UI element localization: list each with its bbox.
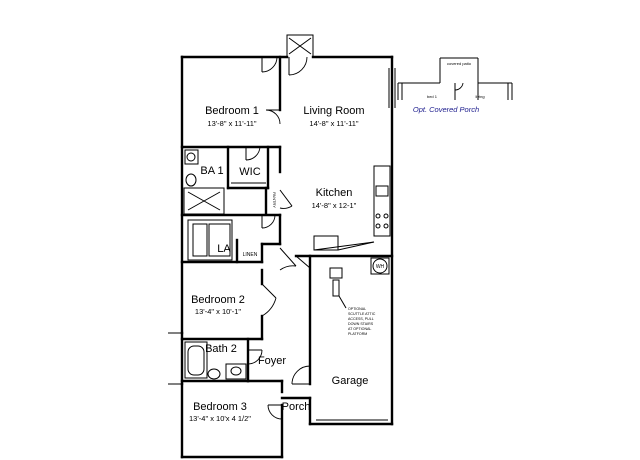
garage-note-line: DOWN STAIRS [348,322,374,326]
bath2-fixtures [184,341,247,380]
interior-walls [180,55,394,426]
pantry-name: PANTRY [272,192,277,208]
living-room-dims: 14'-8" x 11'-11" [309,119,359,128]
inset-bed: bed 1 [427,94,438,99]
bedroom1-dims: 13'-8" x 11'-11" [207,119,257,128]
bedroom2-dims: 13'-4" x 10'-1" [195,307,241,316]
bedroom1-name: Bedroom 1 [205,105,259,117]
inset-living: living [475,94,484,99]
doors [245,109,311,420]
bath1-name: BA 1 [200,165,223,177]
garage-note-line: PLATFORM [348,332,367,336]
la-name: LA [217,243,231,255]
exterior-offsets [168,331,184,386]
inset-covered-patio: covered patio [447,61,472,66]
bedroom1-door [261,56,278,73]
garage-name: Garage [332,375,369,387]
bedroom3-dims: 13'-4" x 10'x 4 1/2" [189,414,251,423]
right-windows [388,68,396,108]
bath1-fixtures [183,149,225,215]
la-fixtures [187,219,233,261]
porch-name: Porch [282,401,311,413]
bedroom2-name: Bedroom 2 [191,294,245,306]
bath2-name: Bath 2 [205,343,237,355]
living-room-name: Living Room [303,105,364,117]
linen-name: LINEN [243,252,258,258]
garage-note-line: ACCESS, PULL [348,317,374,321]
garage-note-line: SCUTTLE ATTIC [348,312,376,316]
exterior-walls [180,55,394,459]
garage-note: OPTIONAL SCUTTLE ATTIC ACCESS, PULL DOWN… [338,295,376,336]
inset-caption: Opt. Covered Porch [413,105,479,114]
bedroom3-name: Bedroom 3 [193,401,247,413]
kitchen-name: Kitchen [316,187,353,199]
wh-name: WH [376,264,385,270]
kitchen-fixtures [313,165,391,251]
living-room-door [288,56,308,76]
covered-porch-inset: covered patio bed 1 living Opt. Covered … [397,57,513,114]
garage-note-line: OPTIONAL [348,307,366,311]
room-labels: Bedroom 1 13'-8" x 11'-11" Living Room 1… [189,105,385,423]
water-heater [370,257,390,275]
foyer-name: Foyer [258,355,286,367]
attic-access [329,267,343,297]
chimney [286,34,314,57]
garage-note-line: AT OPTIONAL [348,327,371,331]
kitchen-dims: 14'-8" x 12-1" [312,201,357,210]
wic-name: WIC [239,166,260,178]
